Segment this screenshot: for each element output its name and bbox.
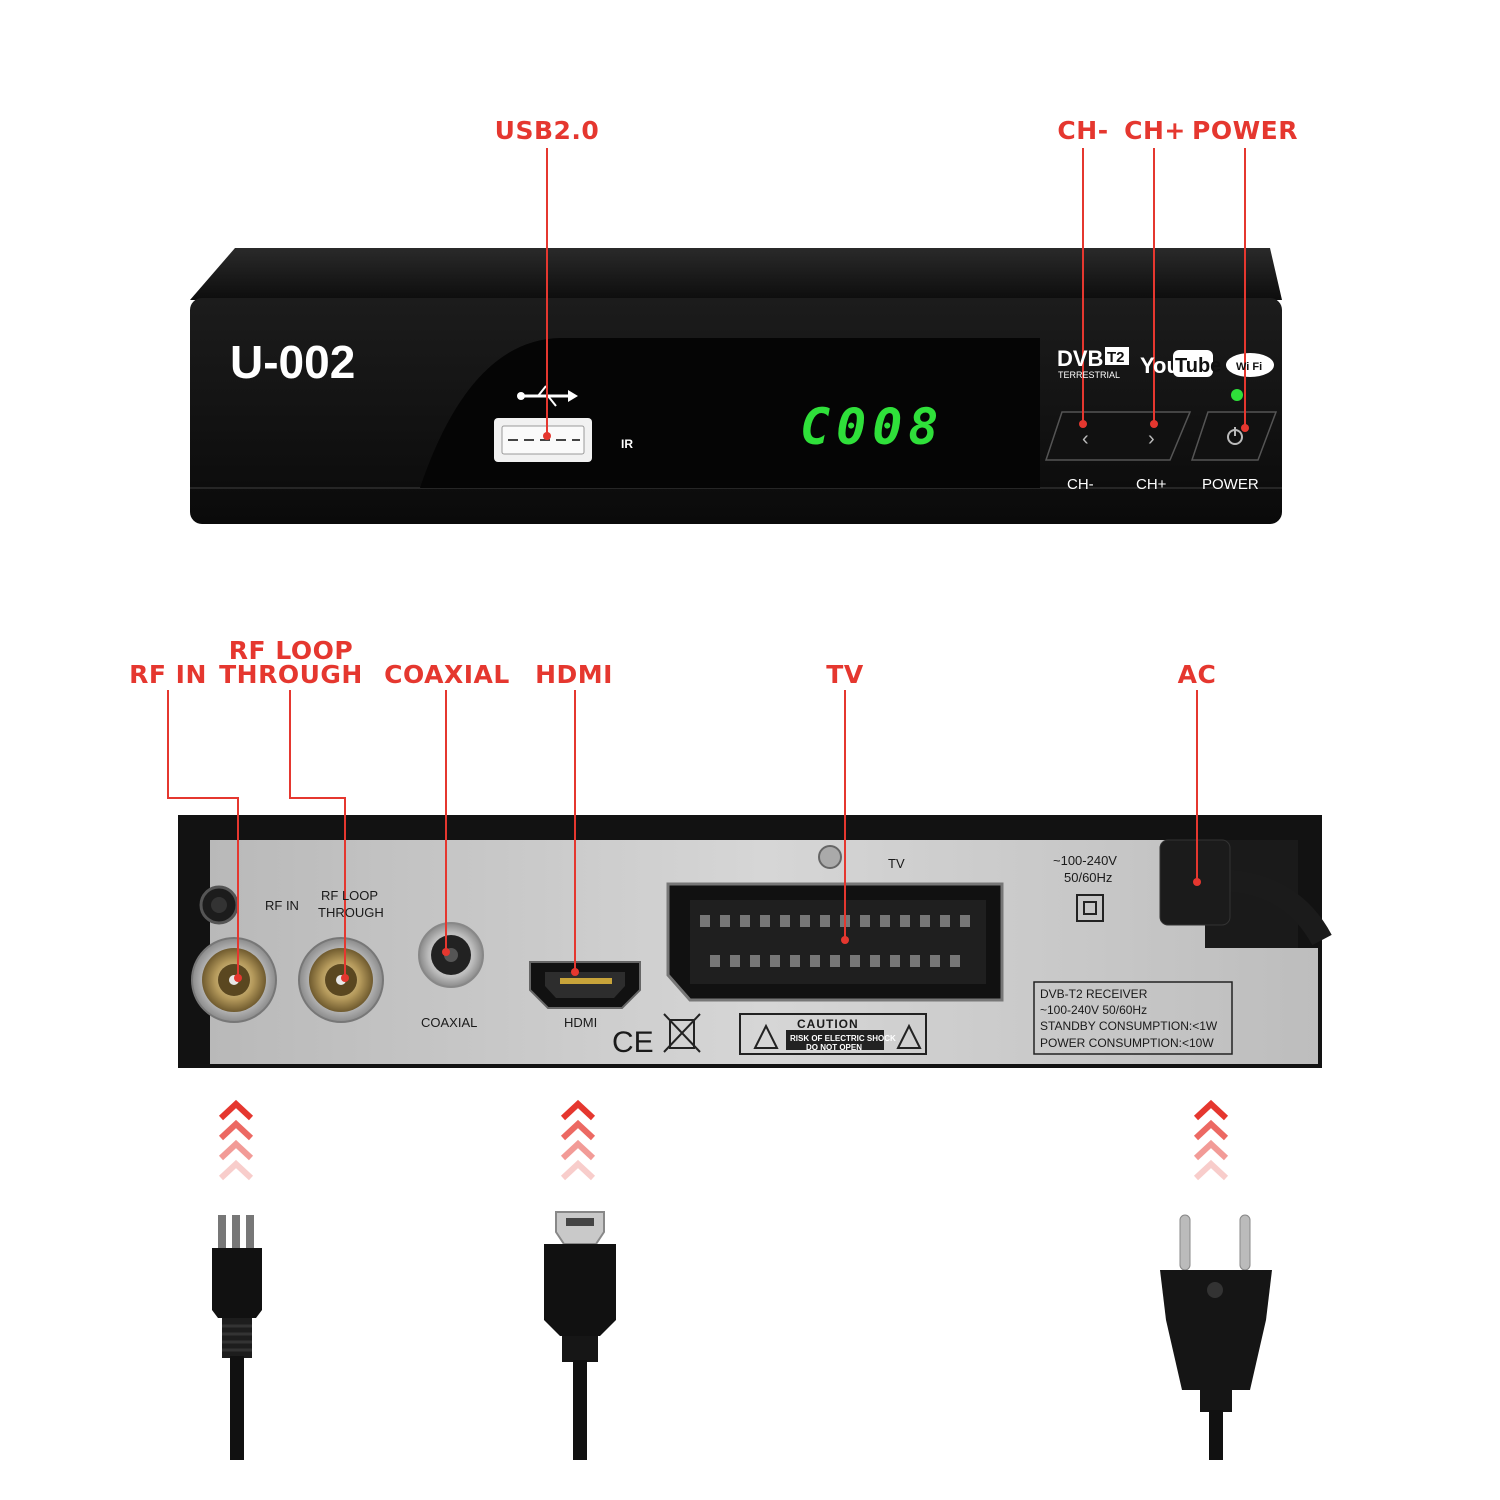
caution-title: CAUTION <box>797 1017 859 1031</box>
rf-coax-plug <box>212 1215 262 1460</box>
ch-plus-button-label: CH+ <box>1136 476 1167 493</box>
coaxial-label: COAXIAL <box>421 1015 477 1030</box>
coaxial-port[interactable] <box>418 922 484 988</box>
callout-ch-minus: CH- <box>1057 116 1109 145</box>
chevron-up-icon <box>1193 1099 1229 1181</box>
ir-label: IR <box>621 437 633 451</box>
front-device: ‹ › <box>190 248 1282 524</box>
hdmi-plug <box>544 1211 616 1460</box>
youtube-logo: You Tube <box>1140 350 1221 378</box>
power-led <box>1231 389 1243 401</box>
rf-loop-through-port[interactable] <box>298 937 384 1023</box>
callout-lines <box>167 148 1246 978</box>
rf-loop-label-1: RF LOOP <box>321 888 378 903</box>
chevron-right-icon: › <box>1148 428 1155 450</box>
screw-icon <box>818 845 842 869</box>
insert-arrows <box>218 1099 1229 1181</box>
callout-rf-loop-2: THROUGH <box>219 660 363 689</box>
chevron-up-icon <box>218 1099 254 1181</box>
warning-icon <box>896 1023 922 1049</box>
model-label: U-002 <box>230 336 355 388</box>
svg-text:Tube: Tube <box>1175 355 1221 377</box>
ac-plug <box>1160 1214 1272 1460</box>
caution-line-2: DO NOT OPEN <box>806 1043 862 1052</box>
callout-tv: TV <box>826 660 864 689</box>
weee-icon <box>663 1013 701 1053</box>
led-display: C008 <box>800 398 944 456</box>
svg-text:T2: T2 <box>1107 349 1125 366</box>
svg-text:DVB: DVB <box>1057 346 1103 371</box>
rf-loop-label-2: THROUGH <box>318 905 384 920</box>
spec-line: ~100-240V 50/60Hz <box>1040 1003 1147 1017</box>
callout-rf-in: RF IN <box>129 660 207 689</box>
hdmi-port[interactable] <box>529 961 641 1009</box>
svg-text:TERRESTRIAL: TERRESTRIAL <box>1058 370 1120 380</box>
hdmi-label: HDMI <box>564 1015 597 1030</box>
voltage-label-1: ~100-240V <box>1053 853 1117 868</box>
callout-power: POWER <box>1192 116 1298 145</box>
callout-dots <box>234 420 1249 982</box>
tv-label: TV <box>888 856 905 871</box>
callout-rf-loop-1: RF LOOP <box>228 636 354 665</box>
scart-port[interactable] <box>666 882 1004 1002</box>
wifi-label: Wi Fi <box>1236 361 1262 373</box>
ce-mark: CE <box>612 1026 654 1059</box>
rf-in-label: RF IN <box>265 898 299 913</box>
spec-line: STANDBY CONSUMPTION:<1W <box>1040 1019 1218 1033</box>
chevron-left-icon: ‹ <box>1082 428 1089 450</box>
callout-ac: AC <box>1177 660 1217 689</box>
spec-line: POWER CONSUMPTION:<10W <box>1040 1036 1214 1050</box>
spec-line: DVB-T2 RECEIVER <box>1040 987 1148 1001</box>
voltage-label-2: 50/60Hz <box>1064 870 1112 885</box>
double-insulation-icon <box>1076 894 1104 922</box>
caution-line-1: RISK OF ELECTRIC SHOCK <box>790 1034 896 1043</box>
callout-coaxial: COAXIAL <box>384 660 510 689</box>
caution-label <box>739 1013 927 1055</box>
usb-port[interactable] <box>494 418 592 462</box>
warning-icon <box>753 1023 779 1049</box>
dvb-t2-logo: DVB T2 TERRESTRIAL <box>1057 346 1129 380</box>
spec-label <box>1033 981 1233 1055</box>
ch-minus-button-label: CH- <box>1067 476 1094 493</box>
usb-icon <box>517 385 578 407</box>
power-button-label: POWER <box>1202 476 1259 493</box>
chevron-up-icon <box>560 1099 596 1181</box>
wifi-logo <box>1226 353 1274 377</box>
callout-ch-plus: CH+ <box>1124 116 1186 145</box>
back-device <box>178 815 1332 1068</box>
callout-usb: USB2.0 <box>494 116 600 145</box>
rf-in-port[interactable] <box>191 937 277 1023</box>
callout-hdmi: HDMI <box>535 660 613 689</box>
channel-rocker-button[interactable] <box>1044 411 1192 461</box>
